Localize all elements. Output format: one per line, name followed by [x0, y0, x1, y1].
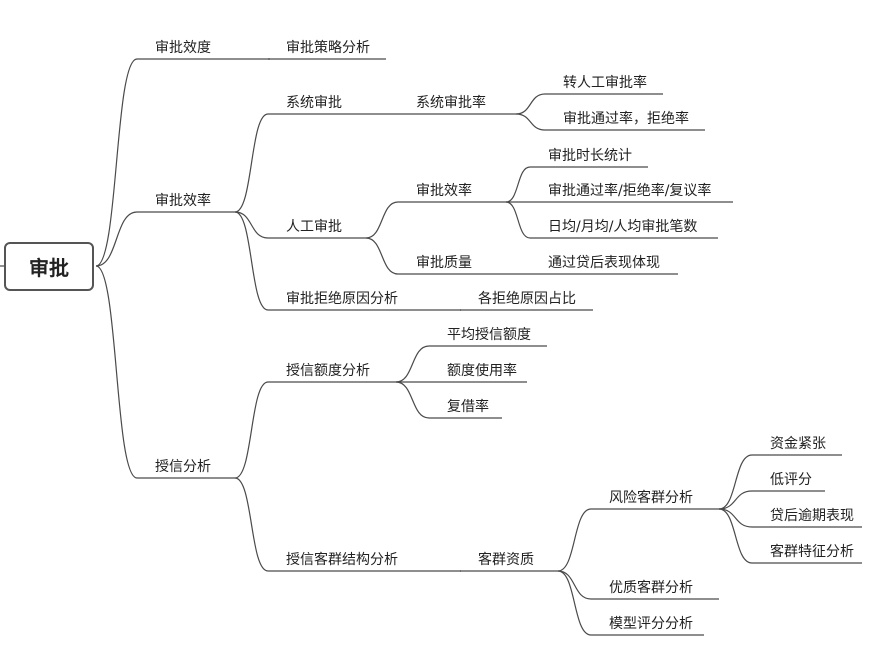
connector-n3b1a-n3b1a3	[718, 508, 753, 528]
node-approval-strategy-analysis[interactable]: 审批策略分析	[286, 40, 370, 56]
node-cash-shortage[interactable]: 资金紧张	[770, 436, 826, 452]
node-approval-pass-reject-rate[interactable]: 审批通过率，拒绝率	[563, 111, 689, 127]
connector-n2-n2c	[234, 211, 269, 311]
node-approval-efficiency[interactable]: 审批效率	[155, 193, 211, 209]
node-post-loan-performance[interactable]: 通过贷后表现体现	[548, 255, 660, 271]
node-rejection-reason-analysis[interactable]: 审批拒绝原因分析	[286, 291, 398, 307]
node-pass-reject-review-rates[interactable]: 审批通过率/拒绝率/复议率	[548, 183, 712, 199]
connector-n2a1-n2a1b	[515, 113, 546, 131]
connector-n3b1a-n3b1a2	[718, 490, 753, 510]
node-quality-segment-analysis[interactable]: 优质客群分析	[609, 580, 693, 596]
connector-n3a-n3a1	[395, 345, 430, 383]
connector-root-n1	[95, 58, 138, 267]
node-manual-approval[interactable]: 人工审批	[286, 219, 342, 235]
node-segment-feature-analysis[interactable]: 客群特征分析	[770, 544, 854, 560]
node-risk-segment-analysis[interactable]: 风险客群分析	[609, 490, 693, 506]
node-reborrow-rate[interactable]: 复借率	[447, 399, 489, 415]
connector-n2b1-n2b1c	[505, 201, 531, 239]
node-credit-segment-structure-analysis[interactable]: 授信客群结构分析	[286, 552, 398, 568]
connector-n3-n3b	[234, 477, 269, 572]
node-limit-utilization-rate[interactable]: 额度使用率	[447, 363, 517, 379]
connector-n2-n2b	[234, 211, 269, 239]
connector-n3b1-n3b1a	[557, 508, 592, 572]
node-low-score[interactable]: 低评分	[770, 472, 812, 488]
connector-n3a-n3a3	[395, 381, 430, 419]
connector-n2a1-n2a1a	[515, 93, 546, 115]
node-manual-approval-efficiency[interactable]: 审批效率	[416, 183, 472, 199]
node-approval-validity[interactable]: 审批效度	[155, 40, 211, 56]
root-node[interactable]: 审批	[4, 242, 94, 291]
root-node-label: 审批	[29, 256, 69, 280]
connector-n2b-n2b1	[365, 201, 399, 239]
connector-n3b1-n3b1b	[557, 570, 592, 600]
connector-n3-n3a	[234, 381, 269, 479]
connector-n3b1-n3b1c	[557, 570, 592, 636]
connector-n3b1a-n3b1a4	[718, 508, 753, 564]
node-manual-transfer-rate[interactable]: 转人工审批率	[563, 75, 647, 91]
node-credit-analysis[interactable]: 授信分析	[155, 459, 211, 475]
node-approval-duration-stats[interactable]: 审批时长统计	[548, 148, 632, 164]
connector-n2-n2a	[234, 113, 269, 213]
node-system-approval-rate[interactable]: 系统审批率	[416, 95, 486, 111]
connector-n2b-n2b2	[365, 237, 399, 275]
connector-n3b1a-n3b1a1	[718, 454, 753, 510]
node-approval-quality[interactable]: 审批质量	[416, 255, 472, 271]
node-rejection-reason-share[interactable]: 各拒绝原因占比	[478, 291, 576, 307]
connector-root-n2	[95, 211, 138, 267]
node-daily-monthly-per-person-volume[interactable]: 日均/月均/人均审批笔数	[548, 219, 698, 235]
node-segment-qualification[interactable]: 客群资质	[478, 552, 534, 568]
node-system-approval[interactable]: 系统审批	[286, 95, 342, 111]
connector-root-n3	[95, 265, 138, 479]
node-average-credit-limit[interactable]: 平均授信额度	[447, 327, 531, 343]
node-model-score-analysis[interactable]: 模型评分分析	[609, 616, 693, 632]
node-credit-limit-analysis[interactable]: 授信额度分析	[286, 363, 370, 379]
node-post-loan-overdue[interactable]: 贷后逾期表现	[770, 508, 854, 524]
connector-n2b1-n2b1a	[505, 166, 531, 203]
